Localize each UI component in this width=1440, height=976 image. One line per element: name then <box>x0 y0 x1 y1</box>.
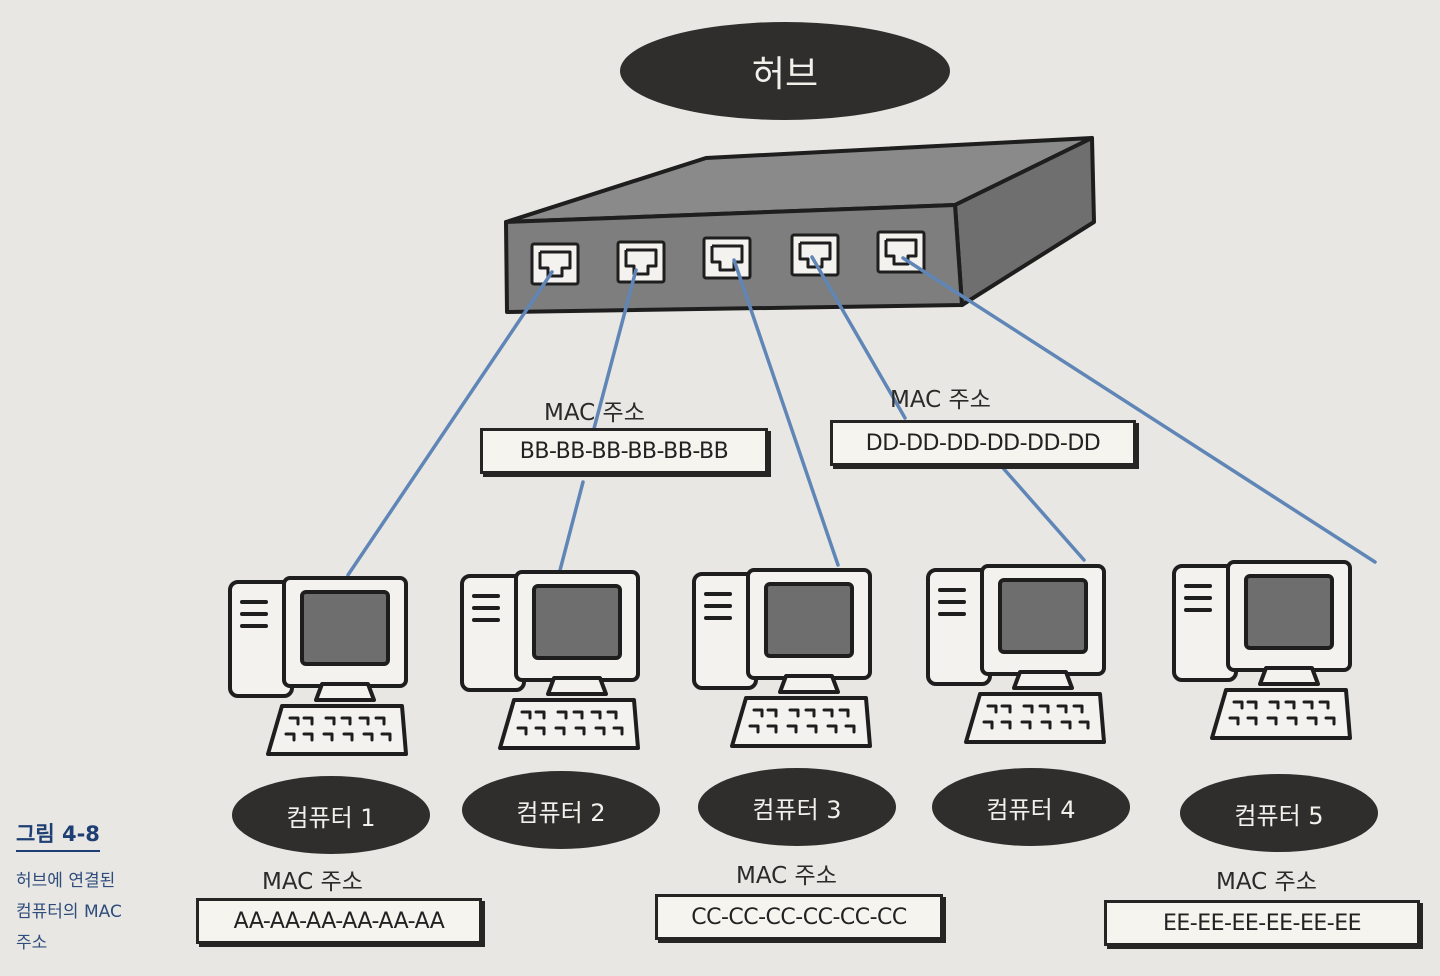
computer-2-monitor <box>514 570 640 696</box>
ethernet-port-1 <box>530 242 580 286</box>
mac-address-1: AA-AA-AA-AA-AA-AA <box>196 898 482 944</box>
cable-4-lower <box>1001 466 1086 562</box>
computer-3 <box>692 568 872 748</box>
mac-caption-4: MAC 주소 <box>890 387 991 413</box>
figure-caption-text: 허브에 연결된 컴퓨터의 MAC 주소 <box>16 871 122 953</box>
computer-2-tower <box>460 574 526 692</box>
figure-caption: 그림 4-8 허브에 연결된 컴퓨터의 MAC 주소 <box>16 818 166 959</box>
cable-2-lower <box>556 480 585 580</box>
computer-2-keyboard <box>498 698 640 750</box>
computer-4-keyboard <box>964 692 1106 744</box>
mac-address-5: EE-EE-EE-EE-EE-EE <box>1104 900 1420 946</box>
computer-5-label-text: 컴퓨터 5 <box>1234 801 1324 830</box>
hub-label-text: 허브 <box>751 54 819 95</box>
mac-caption-3: MAC 주소 <box>736 863 837 889</box>
computer-4-tower <box>926 568 992 686</box>
computer-4-label-text: 컴퓨터 4 <box>986 795 1076 824</box>
mac-address-4: DD-DD-DD-DD-DD-DD <box>830 420 1136 466</box>
computer-3-label-text: 컴퓨터 3 <box>752 795 842 824</box>
computer-3-label: 컴퓨터 3 <box>698 768 896 846</box>
computer-1-tower <box>228 580 294 698</box>
computer-1-label-text: 컴퓨터 1 <box>286 803 376 832</box>
ethernet-port-4 <box>790 233 840 277</box>
computer-4 <box>926 564 1106 744</box>
hub-device <box>504 136 1096 314</box>
computer-3-keyboard <box>730 696 872 748</box>
computer-1-monitor <box>282 576 408 702</box>
computer-5-keyboard <box>1210 688 1352 740</box>
figure-number: 그림 4-8 <box>16 818 100 852</box>
computer-2-label: 컴퓨터 2 <box>462 771 660 849</box>
cable-2 <box>585 268 638 457</box>
mac-caption-1: MAC 주소 <box>262 869 363 895</box>
cables <box>346 255 1377 580</box>
ethernet-port-3 <box>702 236 752 280</box>
cable-4 <box>810 255 907 420</box>
ethernet-port-5 <box>876 230 926 274</box>
hub-label: 허브 <box>620 22 950 120</box>
computers <box>228 560 1352 756</box>
mac-caption-2: MAC 주소 <box>544 400 645 426</box>
mac-caption-5: MAC 주소 <box>1216 869 1317 895</box>
computer-5 <box>1172 560 1352 740</box>
computer-2 <box>460 570 640 750</box>
cable-3 <box>732 258 840 567</box>
computer-1 <box>228 576 408 756</box>
computer-5-label: 컴퓨터 5 <box>1180 774 1378 852</box>
computer-4-label: 컴퓨터 4 <box>932 768 1130 846</box>
computer-1-keyboard <box>266 704 408 756</box>
computer-5-monitor <box>1226 560 1352 686</box>
cable-5 <box>901 256 1377 564</box>
ethernet-port-2 <box>616 240 666 284</box>
computer-4-monitor <box>980 564 1106 690</box>
mac-address-3: CC-CC-CC-CC-CC-CC <box>655 894 943 940</box>
computer-3-monitor <box>746 568 872 694</box>
mac-address-2: BB-BB-BB-BB-BB-BB <box>480 428 768 474</box>
computer-2-label-text: 컴퓨터 2 <box>516 798 606 827</box>
computer-1-label: 컴퓨터 1 <box>232 776 430 854</box>
cable-1 <box>346 270 554 577</box>
